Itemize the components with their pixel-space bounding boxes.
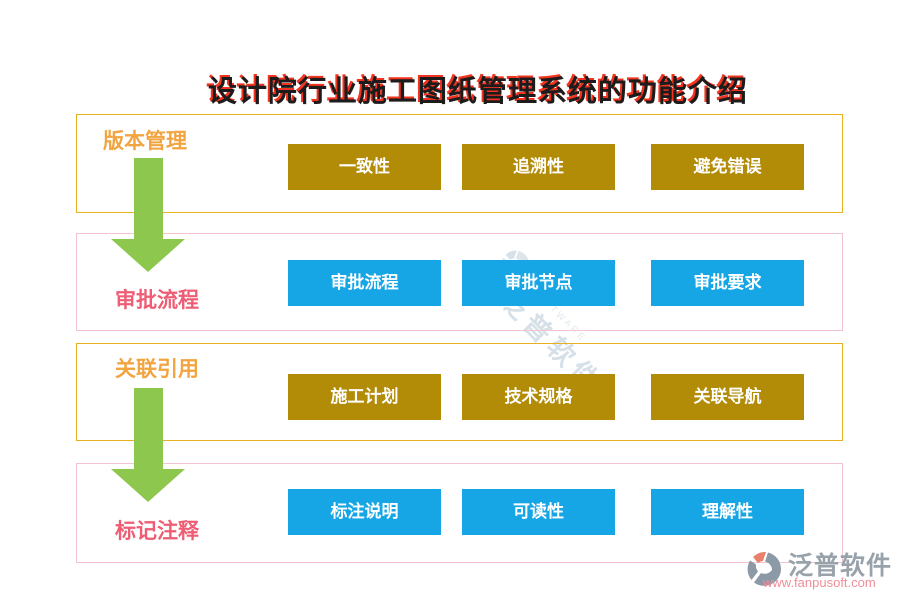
fanpu-logo-icon: [744, 549, 784, 589]
feature-pill-traceability: 追溯性: [462, 144, 615, 190]
section-label-approval: 审批流程: [115, 288, 199, 312]
arrow-head: [111, 469, 185, 502]
feature-pill-consistency: 一致性: [288, 144, 441, 190]
arrow-down-icon: [111, 388, 185, 502]
section-label-version: 版本管理: [103, 129, 187, 153]
section-approval-flow: 审批流程 审批流程 审批节点 审批要求: [76, 233, 843, 331]
feature-pill-link-navigation: 关联导航: [651, 374, 804, 420]
arrow-shaft: [133, 158, 163, 239]
feature-pill-comprehensibility: 理解性: [651, 489, 804, 535]
feature-pill-approval-requirement: 审批要求: [651, 260, 804, 306]
arrow-down-icon: [111, 158, 185, 272]
feature-pill-tech-spec: 技术规格: [462, 374, 615, 420]
section-label-reference: 关联引用: [115, 357, 199, 381]
brand-name: 泛普软件: [788, 553, 893, 580]
section-markup-annotation: 标记注释 标注说明 可读性 理解性: [76, 463, 843, 563]
feature-pill-approval-node: 审批节点: [462, 260, 615, 306]
section-label-annotation: 标记注释: [115, 519, 199, 543]
page-title: 设计院行业施工图纸管理系统的功能介绍: [207, 76, 748, 108]
fanpu-brand-footer: 泛普软件 www.fanpusoft.com: [744, 544, 896, 596]
feature-pill-construction-plan: 施工计划: [288, 374, 441, 420]
section-version-management: 版本管理 一致性 追溯性 避免错误: [76, 114, 843, 213]
feature-pill-avoid-errors: 避免错误: [651, 144, 804, 190]
feature-pill-approval-process: 审批流程: [288, 260, 441, 306]
section-linked-reference: 关联引用 施工计划 技术规格 关联导航: [76, 343, 843, 441]
arrow-shaft: [133, 388, 163, 469]
brand-url: www.fanpusoft.com: [763, 575, 876, 590]
feature-pill-readability: 可读性: [462, 489, 615, 535]
arrow-head: [111, 239, 185, 272]
feature-pill-annotation-notes: 标注说明: [288, 489, 441, 535]
